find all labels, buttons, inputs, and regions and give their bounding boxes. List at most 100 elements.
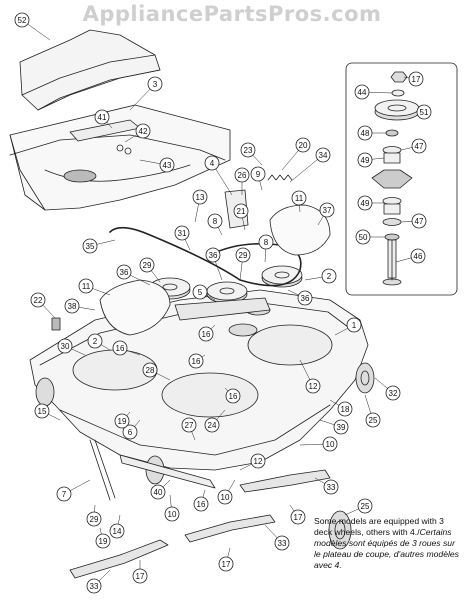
callout-label: 51 (420, 108, 429, 117)
callout-circle (337, 401, 353, 417)
deck-wheel-rear-part (355, 362, 375, 394)
callout-c17a: 17 (290, 509, 306, 525)
callout-circle (258, 234, 274, 250)
callout-c8a: 8 (207, 213, 223, 229)
callout-label: 17 (222, 560, 231, 569)
callout-c33c: 33 (86, 578, 102, 594)
callout-circle (207, 213, 223, 229)
blade-2-part (184, 514, 276, 543)
callout-circle (240, 142, 256, 158)
callout-circle (95, 533, 111, 549)
callout-circle (135, 123, 151, 139)
callout-circle (346, 317, 362, 333)
callout-c3: 3 (147, 76, 163, 92)
callout-circle (357, 152, 373, 168)
callout-circle (357, 498, 373, 514)
callout-label: 16 (202, 330, 211, 339)
callout-label: 16 (192, 357, 201, 366)
callout-circle (233, 203, 249, 219)
callout-c12a: 12 (305, 378, 321, 394)
callout-circle (235, 247, 251, 263)
callout-circle (34, 403, 50, 419)
callout-label: 10 (221, 493, 230, 502)
callout-circle (250, 166, 266, 182)
callout-c40: 40 (150, 484, 166, 500)
callout-c18: 18 (337, 401, 353, 417)
callout-label: 18 (341, 405, 350, 414)
callout-label: 13 (196, 193, 205, 202)
callout-circle (411, 213, 427, 229)
callout-c29b: 29 (235, 247, 251, 263)
callout-circle (291, 190, 307, 206)
callout-c17d: 17 (408, 71, 424, 87)
callout-c41: 41 (94, 109, 110, 125)
callout-label: 16 (116, 344, 125, 353)
callout-label: 29 (239, 251, 248, 260)
callout-label: 4 (210, 159, 215, 168)
callout-circle (116, 264, 132, 280)
callout-c2a: 2 (321, 268, 337, 284)
callout-label: 24 (208, 421, 217, 430)
callout-circle (218, 556, 234, 572)
callout-circle (94, 109, 110, 125)
callout-label: 27 (185, 421, 194, 430)
callout-label: 30 (61, 342, 70, 351)
callout-circle (250, 453, 266, 469)
callout-circle (234, 167, 250, 183)
callout-c48: 48 (357, 125, 373, 141)
callout-circle (305, 378, 321, 394)
callout-label: 46 (414, 252, 423, 261)
callout-c16d: 16 (225, 388, 241, 404)
callout-circle (122, 424, 138, 440)
callout-circle (87, 333, 103, 349)
callout-c38: 38 (64, 298, 80, 314)
callout-circle (297, 290, 313, 306)
callout-c8b: 8 (258, 234, 274, 250)
callout-c42: 42 (135, 123, 151, 139)
callout-c11a: 11 (291, 190, 307, 206)
callout-c25a: 25 (365, 412, 381, 428)
callout-circle (14, 12, 30, 28)
belt-guard-right-part (269, 204, 331, 256)
callout-label: 19 (99, 537, 108, 546)
callout-circle (411, 138, 427, 154)
callout-circle (64, 298, 80, 314)
callout-circle (86, 511, 102, 527)
callout-label: 22 (34, 296, 43, 305)
callout-label: 35 (86, 242, 95, 251)
callout-label: 25 (361, 502, 370, 511)
callout-label: 39 (337, 423, 346, 432)
callout-c51: 51 (416, 104, 432, 120)
callout-c4: 4 (204, 155, 220, 171)
callout-circle (408, 71, 424, 87)
callout-circle (188, 353, 204, 369)
callout-label: 26 (238, 171, 247, 180)
callout-label: 19 (118, 417, 127, 426)
callout-label: 34 (319, 151, 328, 160)
callout-circle (321, 268, 337, 284)
callout-c50: 50 (355, 229, 371, 245)
callout-c52: 52 (14, 12, 30, 28)
callout-label: 15 (38, 407, 47, 416)
callout-label: 37 (323, 206, 332, 215)
callout-circle (150, 484, 166, 500)
callout-circle (204, 417, 220, 433)
callout-circle (139, 257, 155, 273)
lift-rod-part (89, 439, 116, 501)
callout-c15: 15 (34, 403, 50, 419)
callout-label: 44 (358, 88, 367, 97)
callout-circle (159, 157, 175, 173)
callout-c17c: 17 (218, 556, 234, 572)
callout-circle (365, 412, 381, 428)
callout-label: 2 (93, 337, 98, 346)
callout-label: 5 (198, 288, 203, 297)
callout-c11b: 11 (78, 278, 94, 294)
callout-label: 50 (359, 233, 368, 242)
deck-cover-part (9, 104, 231, 211)
callout-c36c: 36 (297, 290, 313, 306)
callout-circle (204, 155, 220, 171)
callout-label: 1 (352, 321, 357, 330)
anti-scalp-part (51, 317, 61, 331)
callout-circle (164, 506, 180, 522)
